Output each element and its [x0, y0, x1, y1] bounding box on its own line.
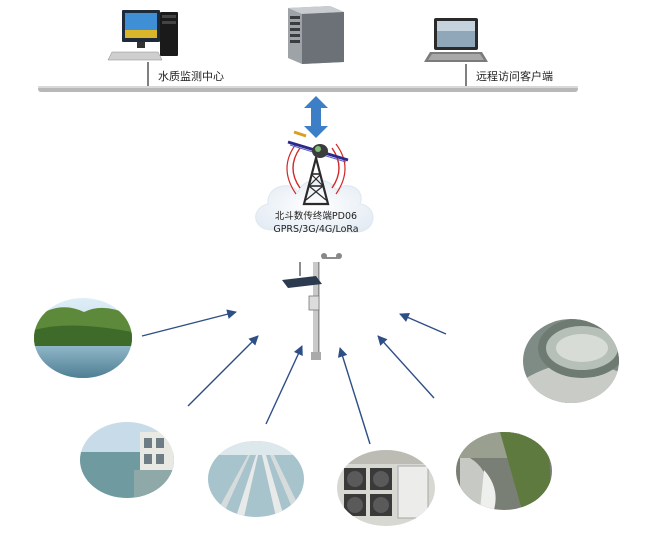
desktop-computer-icon	[107, 10, 178, 61]
pump-room-photo	[337, 450, 435, 526]
signal-tower-icon	[286, 143, 346, 206]
arrow-channels	[265, 345, 303, 425]
weather-station-pole-icon	[282, 253, 342, 360]
outfall-photo	[456, 432, 552, 510]
network-bus	[38, 62, 578, 92]
clarifier-tank-photo	[523, 319, 619, 403]
reservoir-photo	[34, 298, 132, 378]
terminal-label-line1: 北斗数传终端PD06	[275, 210, 357, 222]
arrow-water-gate	[187, 335, 259, 407]
uplink-arrow	[304, 96, 328, 138]
laptop-icon	[424, 18, 488, 62]
arrow-outfall	[377, 335, 435, 399]
terminal-label-line2: GPRS/3G/4G/LoRa	[273, 224, 358, 235]
arrow-reservoir	[141, 309, 237, 337]
arrow-clarifier	[399, 313, 447, 335]
water-gate-photo	[80, 422, 174, 498]
monitoring-center-label: 水质监测中心	[158, 70, 224, 83]
server-tower-icon	[288, 6, 344, 64]
satellite-icon	[287, 130, 349, 163]
treatment-channels-photo	[208, 441, 304, 517]
data-flow-arrows	[141, 309, 447, 445]
arrow-pump-room	[337, 347, 371, 445]
remote-client-label: 远程访问客户端	[476, 70, 553, 83]
